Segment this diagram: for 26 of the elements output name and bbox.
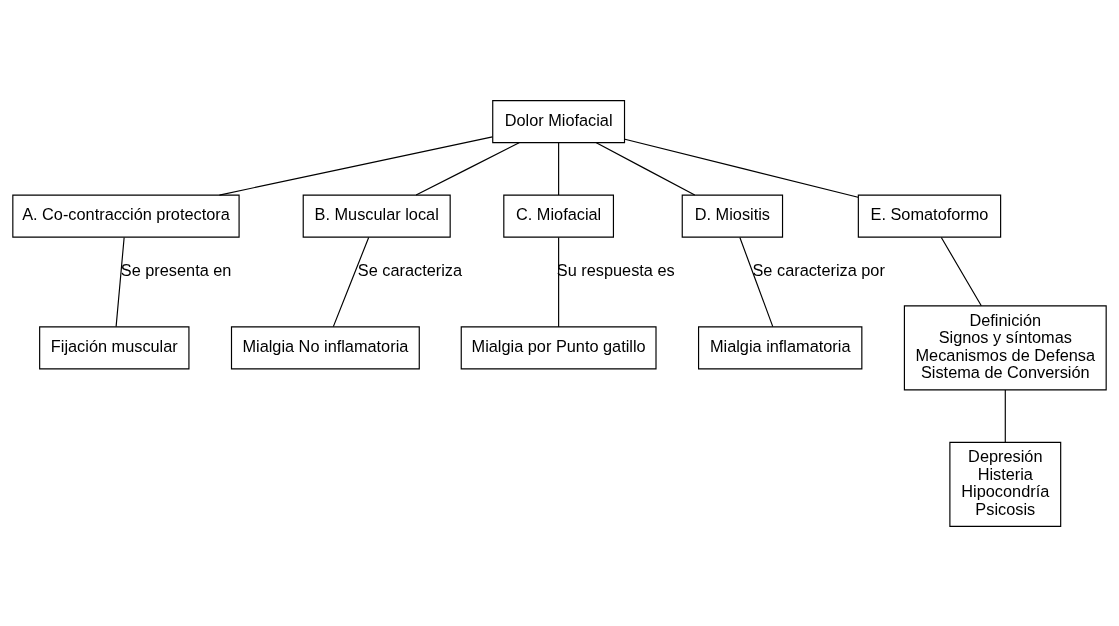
edge-label: Se presenta en bbox=[120, 260, 232, 279]
connector bbox=[624, 138, 859, 198]
edge-label: Se caracteriza por bbox=[752, 260, 885, 279]
node-box: Mialgia inflamatoria bbox=[698, 325, 863, 369]
node-box: Dolor Miofacial bbox=[492, 99, 626, 143]
node-box: Mialgia No inflamatoria bbox=[230, 325, 420, 369]
node-box: Definición Signos y síntomas Mecanismos de Defensa Sistema de Conversión bbox=[903, 304, 1107, 390]
connector bbox=[415, 141, 520, 196]
connector bbox=[558, 141, 560, 196]
connector bbox=[115, 236, 125, 327]
connector bbox=[1004, 388, 1006, 443]
node-box: D. Miositis bbox=[681, 194, 784, 238]
connector bbox=[332, 236, 370, 327]
connector bbox=[558, 236, 560, 327]
node-box: Fijación muscular bbox=[39, 325, 190, 369]
edge-label: Se caracteriza bbox=[357, 260, 463, 279]
node-box: Depresión Histeria Hipocondría Psicosis bbox=[949, 441, 1062, 527]
node-box: B. Muscular local bbox=[302, 194, 451, 238]
node-box: E. Somatoformo bbox=[857, 194, 1002, 238]
node-box: C. Miofacial bbox=[503, 194, 615, 238]
connector bbox=[595, 141, 696, 196]
node-box: Mialgia por Punto gatillo bbox=[460, 325, 657, 369]
node-box: A. Co-contracción protectora bbox=[12, 194, 240, 238]
connector bbox=[940, 236, 982, 306]
connector bbox=[218, 135, 494, 196]
connector bbox=[739, 236, 774, 327]
